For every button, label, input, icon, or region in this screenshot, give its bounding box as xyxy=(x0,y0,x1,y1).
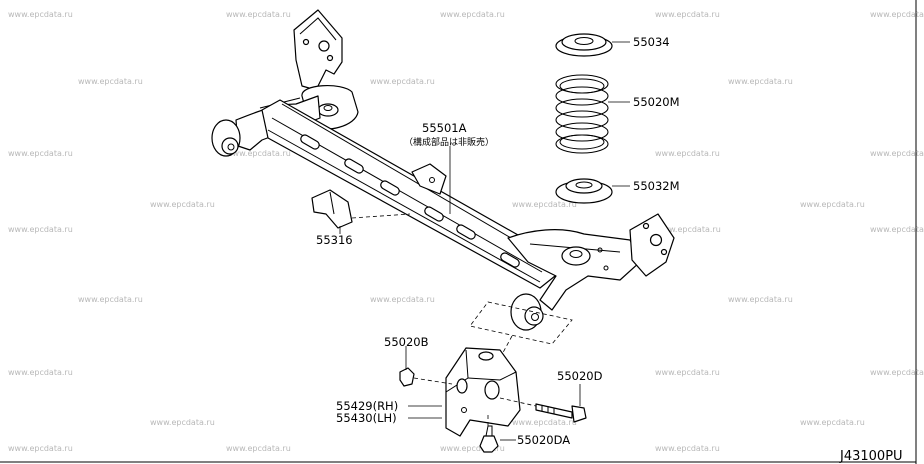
watermark: www.epcdata.ru xyxy=(512,200,577,209)
left-upper-bracket xyxy=(293,9,343,91)
watermark: www.epcdata.ru xyxy=(728,77,793,86)
coil-spring-drawing xyxy=(555,74,609,154)
right-upper-bracket xyxy=(629,213,675,277)
watermark: www.epcdata.ru xyxy=(78,77,143,86)
watermark: www.epcdata.ru xyxy=(440,10,505,19)
bolt-55020D-drawing xyxy=(535,403,587,423)
mounting-bracket-drawing xyxy=(445,347,521,437)
right-trailing-arm xyxy=(507,229,641,311)
watermark: www.epcdata.ru xyxy=(226,444,291,453)
watermark: www.epcdata.ru xyxy=(870,225,924,234)
callout-55020B: 55020B xyxy=(384,335,429,349)
watermark: www.epcdata.ru xyxy=(370,77,435,86)
nut-55020B-drawing xyxy=(399,367,415,387)
watermark: www.epcdata.ru xyxy=(655,10,720,19)
watermark-grid: www.epcdata.ru www.epcdata.ru www.epcdat… xyxy=(8,10,924,453)
watermark: www.epcdata.ru xyxy=(800,418,865,427)
watermark: www.epcdata.ru xyxy=(226,10,291,19)
beam-center-bracket xyxy=(411,163,447,195)
callout-55020M: 55020M xyxy=(633,95,680,109)
watermark: www.epcdata.ru xyxy=(800,200,865,209)
watermark: www.epcdata.ru xyxy=(226,149,291,158)
rear-axle-beam-drawing xyxy=(211,9,675,331)
diagram-code: J43100PU xyxy=(839,449,903,464)
callout-55020DA: 55020DA xyxy=(517,433,570,447)
callout-55501A: 55501A xyxy=(422,121,467,135)
callout-55032M: 55032M xyxy=(633,179,680,193)
watermark: www.epcdata.ru xyxy=(728,295,793,304)
watermark: www.epcdata.ru xyxy=(870,10,924,19)
watermark: www.epcdata.ru xyxy=(655,444,720,453)
lower-spring-seat-drawing xyxy=(555,178,613,204)
watermark: www.epcdata.ru xyxy=(150,418,215,427)
upper-spring-seat-drawing xyxy=(555,33,613,57)
callout-55429: 55429(RH) xyxy=(336,399,398,413)
callout-55316: 55316 xyxy=(316,233,353,247)
bracket-body xyxy=(445,347,521,437)
watermark: www.epcdata.ru xyxy=(655,149,720,158)
watermark: www.epcdata.ru xyxy=(512,418,577,427)
watermark: www.epcdata.ru xyxy=(8,444,73,453)
watermark: www.epcdata.ru xyxy=(370,295,435,304)
watermark: www.epcdata.ru xyxy=(8,225,73,234)
callout-55430: 55430(LH) xyxy=(336,411,397,425)
beam-slots xyxy=(300,134,520,268)
watermark: www.epcdata.ru xyxy=(8,10,73,19)
watermark: www.epcdata.ru xyxy=(656,225,721,234)
callout-55020D: 55020D xyxy=(557,369,603,383)
mount-outline-dash xyxy=(469,301,573,345)
right-spring-seat xyxy=(561,246,591,266)
callout-55501A-note: （構成部品は非販売） xyxy=(404,136,494,148)
watermark: www.epcdata.ru xyxy=(870,149,924,158)
watermark: www.epcdata.ru xyxy=(870,368,924,377)
leader-55316-dash xyxy=(351,213,411,219)
bolt-55020DA-drawing xyxy=(479,425,499,453)
watermark: www.epcdata.ru xyxy=(440,444,505,453)
watermark: www.epcdata.ru xyxy=(8,149,73,158)
watermark: www.epcdata.ru xyxy=(8,368,73,377)
bracket-55316-drawing xyxy=(311,189,353,229)
watermark: www.epcdata.ru xyxy=(655,368,720,377)
callout-55034: 55034 xyxy=(633,35,670,49)
watermark: www.epcdata.ru xyxy=(150,200,215,209)
watermark: www.epcdata.ru xyxy=(78,295,143,304)
